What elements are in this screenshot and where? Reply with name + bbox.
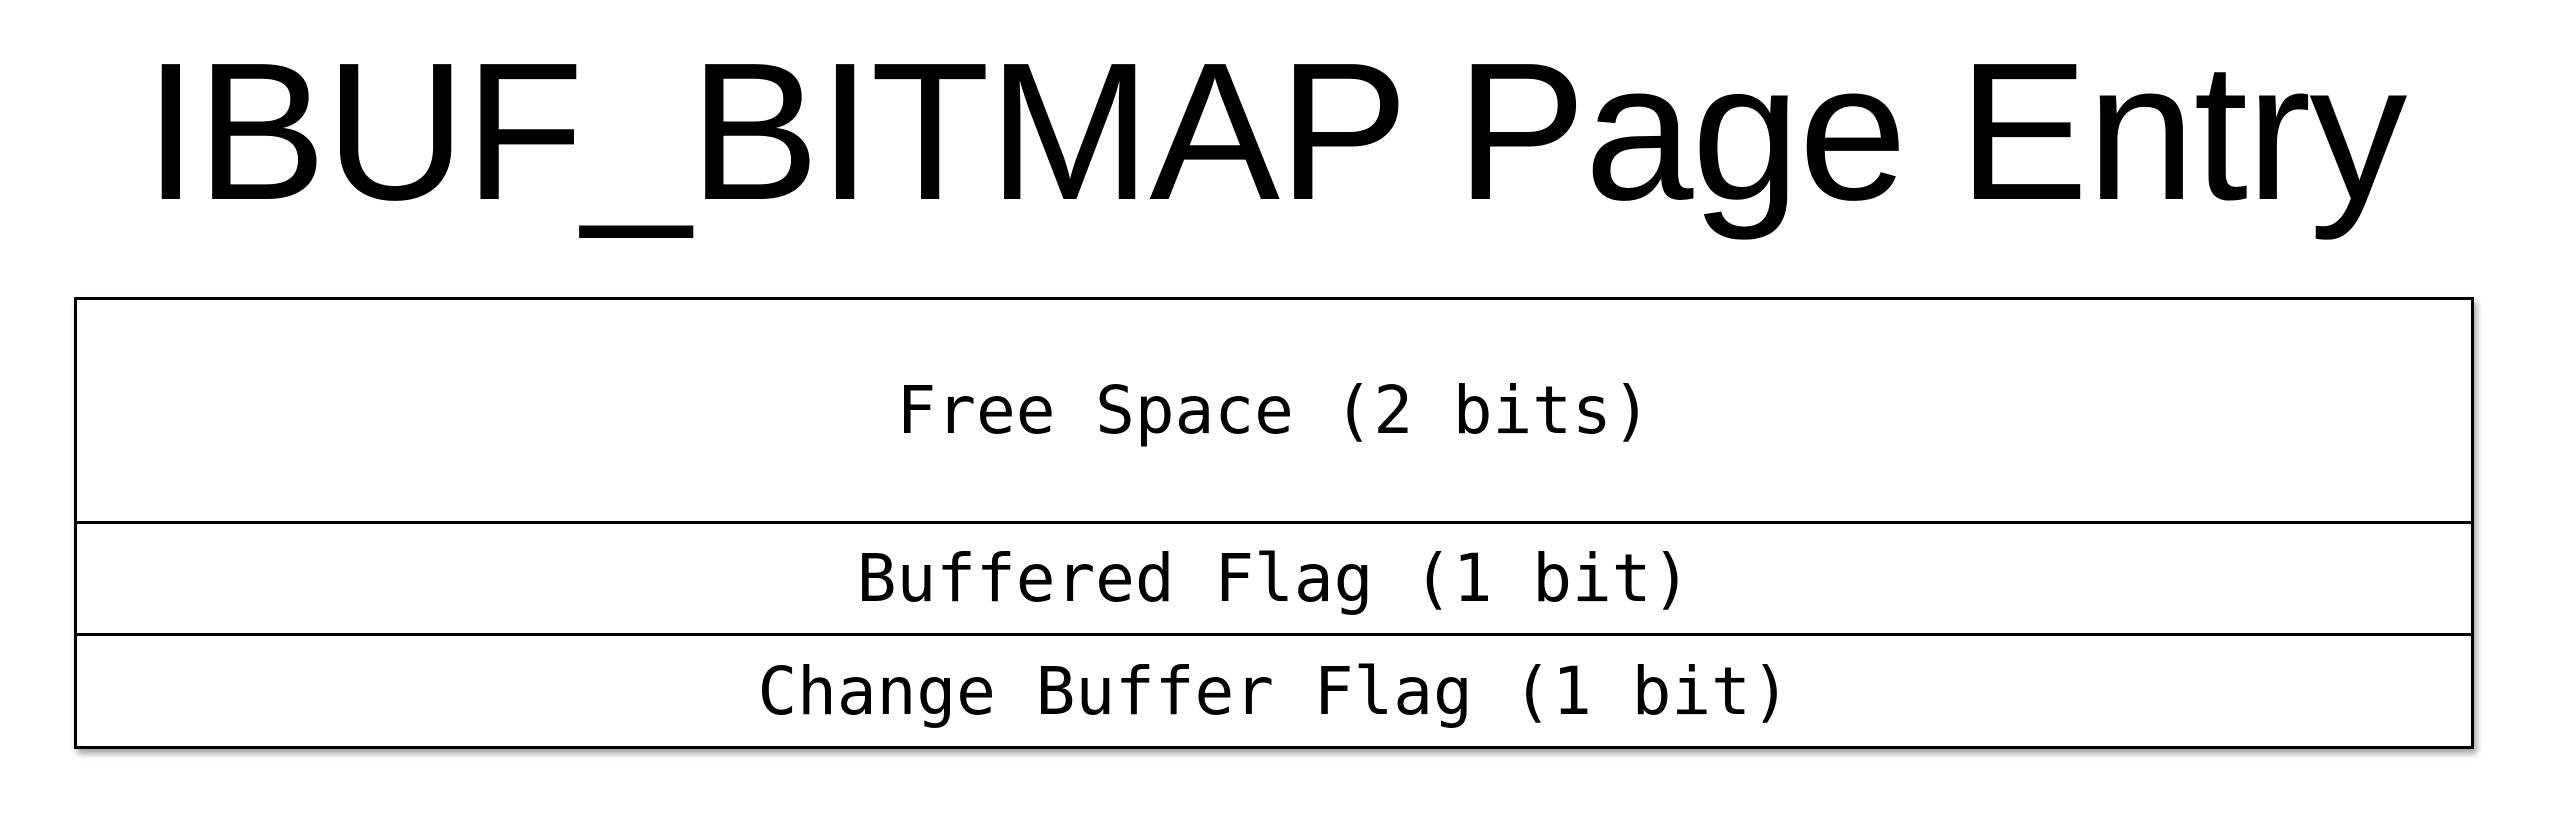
field-label: Free Space (2 bits) bbox=[896, 372, 1652, 449]
field-label: Change Buffer Flag (1 bit) bbox=[757, 652, 1791, 730]
page-title: IBUF_BITMAP Page Entry bbox=[143, 22, 2408, 241]
field-free-space: Free Space (2 bits) bbox=[77, 300, 2471, 524]
field-label: Buffered Flag (1 bit) bbox=[856, 540, 1692, 617]
field-change-buffer-flag: Change Buffer Flag (1 bit) bbox=[77, 636, 2471, 746]
bitmap-entry-structure: Free Space (2 bits) Buffered Flag (1 bit… bbox=[74, 297, 2474, 749]
field-buffered-flag: Buffered Flag (1 bit) bbox=[77, 524, 2471, 636]
